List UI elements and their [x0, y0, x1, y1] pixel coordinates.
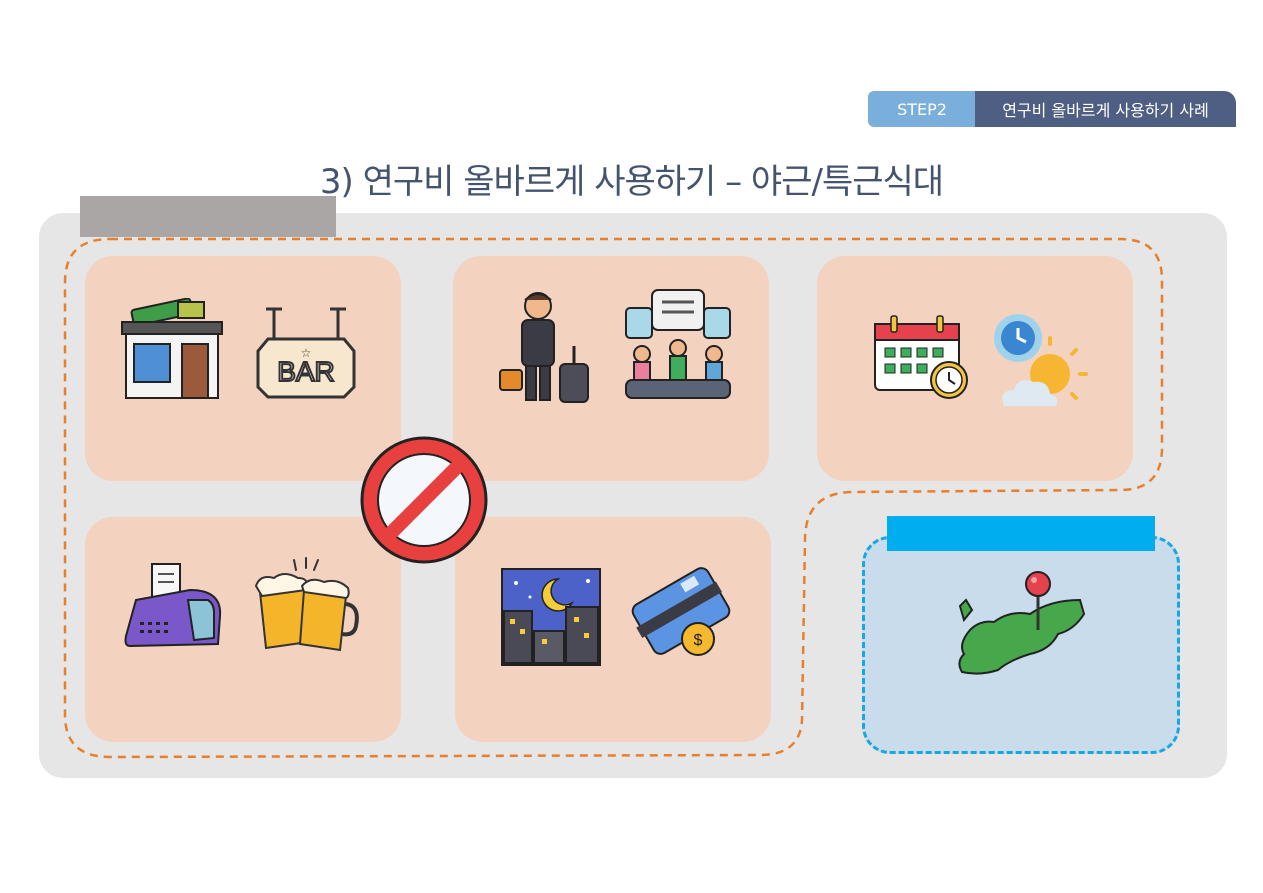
- step-badge: STEP2: [868, 91, 976, 127]
- no-entry-icon: [360, 436, 488, 564]
- cyan-title-bar: [887, 516, 1155, 551]
- section-title-badge: 연구비 올바르게 사용하기 사례: [975, 91, 1236, 127]
- night-city-icon: [501, 568, 601, 666]
- gray-label-tab: [80, 196, 336, 237]
- store-icon: [121, 298, 223, 399]
- bar-sign-icon: BAR ☆: [256, 307, 356, 399]
- map-pin-icon: [958, 571, 1086, 675]
- calendar-clock-icon: [874, 315, 968, 399]
- bar-sign-text: BAR: [277, 356, 335, 387]
- businessman-travel-icon: [499, 292, 589, 403]
- credit-card-icon: $: [631, 567, 731, 656]
- day-weather-icon: [994, 314, 1088, 406]
- svg-text:☆: ☆: [301, 346, 312, 360]
- card-terminal-icon: [124, 563, 222, 648]
- card-schedule: [817, 256, 1133, 481]
- beer-mugs-icon: [254, 557, 359, 652]
- svg-text:$: $: [694, 632, 703, 649]
- meeting-icon: [625, 289, 731, 399]
- page-title: 3) 연구비 올바르게 사용하기 – 야근/특근식대: [319, 162, 944, 202]
